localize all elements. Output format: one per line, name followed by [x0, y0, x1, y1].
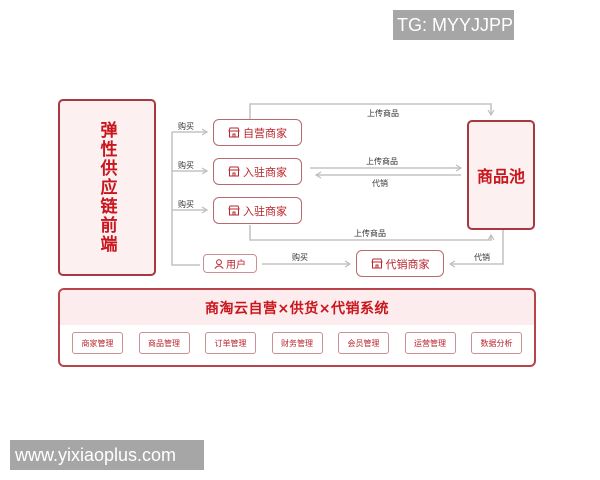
- module-merchant-management: 商家管理: [72, 332, 123, 354]
- front-end-label: 弹性供应链前端: [96, 121, 117, 254]
- elastic-supply-chain-front-box: 弹性供应链前端: [58, 99, 156, 276]
- settled-merchant-node-2: 入驻商家: [213, 197, 302, 224]
- watermark-bottom: www.yixiaoplus.com: [10, 440, 204, 470]
- buy-label-3: 购买: [178, 200, 194, 209]
- buy-label-user: 购买: [292, 253, 308, 262]
- module-list: 商家管理 商品管理 订单管理 财务管理 会员管理 运营管理 数据分析: [60, 325, 534, 354]
- shop-icon: [228, 166, 240, 177]
- upload-label-top: 上传商品: [367, 109, 399, 118]
- self-operated-merchant-node: 自营商家: [213, 119, 302, 146]
- module-data-analysis: 数据分析: [471, 332, 522, 354]
- consignment-merchant-node: 代销商家: [356, 250, 444, 277]
- module-finance-management: 财务管理: [271, 332, 323, 354]
- user-icon: [214, 258, 224, 269]
- merchant-label: 代销商家: [385, 257, 430, 271]
- user-node: 用户: [203, 254, 257, 273]
- buy-label-2: 购买: [178, 161, 194, 170]
- module-product-management: 商品管理: [138, 332, 190, 354]
- settled-merchant-node-1: 入驻商家: [213, 158, 302, 185]
- module-order-management: 订单管理: [205, 332, 256, 354]
- system-panel: 商淘云自营×供货×代销系统 商家管理 商品管理 订单管理 财务管理 会员管理 运…: [58, 288, 536, 367]
- shop-icon: [228, 127, 240, 138]
- consign-label-right: 代销: [474, 253, 490, 262]
- merchant-label: 入驻商家: [243, 204, 287, 218]
- shop-icon: [228, 205, 240, 216]
- product-pool-label: 商品池: [476, 167, 525, 186]
- shop-icon: [370, 258, 383, 269]
- merchant-label: 自营商家: [243, 126, 287, 140]
- watermark-top: TG: MYYJJPP: [393, 10, 514, 40]
- upload-label-bottom: 上传商品: [354, 229, 386, 238]
- buy-label-1: 购买: [178, 122, 194, 131]
- consign-label-mid: 代销: [372, 179, 388, 188]
- module-member-management: 会员管理: [338, 332, 389, 354]
- upload-label-mid: 上传商品: [366, 157, 398, 166]
- merchant-label: 入驻商家: [243, 165, 287, 179]
- system-title: 商淘云自营×供货×代销系统: [60, 290, 534, 325]
- user-label: 用户: [226, 260, 246, 271]
- module-operations-management: 运营管理: [404, 332, 456, 354]
- product-pool-box: 商品池: [467, 120, 535, 230]
